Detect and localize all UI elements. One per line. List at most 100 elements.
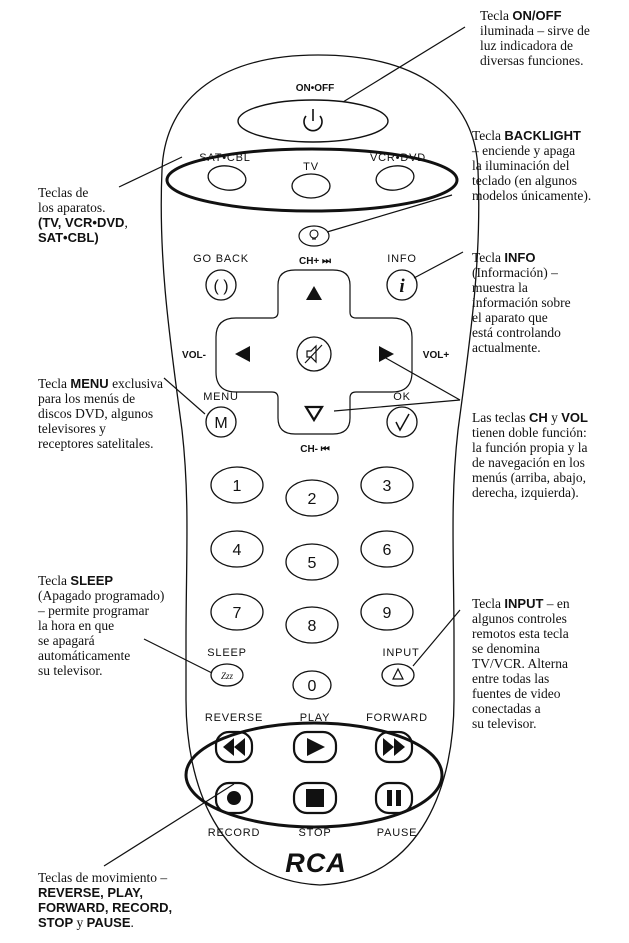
digit-button-8[interactable] [285, 606, 339, 644]
sat-cbl-button[interactable] [207, 163, 248, 192]
digit-label: 7 [233, 605, 242, 622]
leader-ch [333, 399, 461, 412]
leader-sleep [143, 638, 213, 674]
rca-logo: RCA [285, 848, 347, 878]
annotation-devices: Teclas de los aparatos. (TV, VCR•DVD, SA… [38, 185, 128, 245]
tv-label: TV [303, 161, 319, 173]
record-label: RECORD [208, 827, 260, 839]
play-label: PLAY [300, 712, 331, 724]
annotation-key: SAT•CBL [38, 230, 95, 245]
ok-button[interactable] [386, 406, 418, 438]
digit-button-3[interactable] [360, 466, 414, 504]
tv-button[interactable] [291, 173, 331, 199]
digit-button-2[interactable] [285, 479, 339, 517]
digit-button-0[interactable] [292, 670, 332, 700]
leader-info [413, 251, 464, 279]
annotation-text: está controlando [472, 325, 561, 340]
sleep-key-label: Zzz [221, 671, 234, 681]
annotation-text: tienen doble función: [472, 425, 587, 440]
mute-button[interactable] [296, 336, 332, 372]
annotation-text: actualmente. [472, 340, 541, 355]
digit-label: 8 [308, 618, 317, 635]
info-button[interactable] [386, 269, 418, 301]
play-button[interactable] [292, 730, 338, 764]
annotation-key: FORWARD, RECORD, [38, 900, 173, 915]
vcr-dvd-button[interactable] [375, 163, 416, 192]
digit-label: 3 [383, 478, 392, 495]
go-back-button[interactable] [205, 269, 237, 301]
annotation-key: MENU [70, 376, 109, 391]
leader-vol [383, 356, 461, 401]
annotation-text: y [547, 410, 562, 425]
annotation-key: BACKLIGHT [504, 128, 581, 143]
digit-label: 0 [308, 678, 317, 695]
digit-button-7[interactable] [210, 593, 264, 631]
stop-label: STOP [299, 827, 332, 839]
pause-button[interactable] [374, 781, 414, 815]
channel-up-icon [306, 286, 322, 300]
annotation-text: remotos esta tecla [472, 626, 569, 641]
annotation-key: INPUT [504, 596, 544, 611]
annotation-transport: Teclas de movimiento – REVERSE, PLAY, FO… [38, 870, 172, 930]
menu-button[interactable] [205, 406, 237, 438]
leader-transport [103, 783, 235, 867]
vol-minus-label: VOL- [182, 350, 206, 361]
annotation-key: ( [38, 215, 43, 230]
annotation-text: automáticamente [38, 648, 131, 663]
transport-keys-ring [184, 721, 444, 829]
annotation-text: se denomina [472, 641, 540, 656]
record-button[interactable] [214, 781, 254, 815]
rewind-icon [223, 738, 245, 756]
digit-label: 6 [383, 542, 392, 559]
forward-button[interactable] [374, 730, 414, 764]
digit-label: 2 [308, 491, 317, 508]
annotation-text: (Información) – [472, 265, 558, 280]
play-icon [307, 738, 325, 756]
annotation-key: ) [94, 230, 99, 245]
on-off-button[interactable] [237, 99, 389, 143]
sleep-button[interactable] [210, 663, 244, 687]
channel-down-icon [304, 405, 324, 423]
volume-down-icon [235, 346, 250, 362]
input-label: INPUT [383, 647, 420, 659]
annotation-text: y [73, 915, 87, 930]
ok-label: OK [393, 391, 411, 403]
nav-pad[interactable] [215, 269, 413, 435]
go-back-icon: ( ) [213, 278, 228, 295]
leader-input [412, 609, 461, 667]
ch-plus-label: CH+ ⏭ [299, 256, 331, 267]
annotation-text: conectadas a [472, 701, 541, 716]
reverse-label: REVERSE [205, 712, 263, 724]
digit-button-9[interactable] [360, 593, 414, 631]
device-keys-ring [165, 147, 459, 213]
volume-up-icon [379, 346, 394, 362]
stop-button[interactable] [292, 781, 338, 815]
pause-icon [387, 790, 401, 806]
annotation-text: su televisor. [472, 716, 537, 731]
annotation-text: , [124, 215, 128, 230]
annotation-text: la iluminación del [472, 158, 570, 173]
digit-button-4[interactable] [210, 530, 264, 568]
sat-cbl-label: SAT•CBL [199, 152, 250, 164]
annotation-text: TV/VCR. Alterna [472, 656, 568, 671]
bulb-icon [309, 229, 319, 240]
menu-label: MENU [203, 391, 239, 403]
input-button[interactable] [381, 663, 415, 687]
annotation-key: VOL [561, 410, 588, 425]
leader-onoff [342, 26, 466, 103]
digit-label: 5 [308, 555, 317, 572]
digit-button-1[interactable] [210, 466, 264, 504]
backlight-button[interactable] [298, 225, 330, 247]
stop-icon [306, 789, 324, 807]
leader-lines [103, 26, 466, 867]
annotation-text: de navegación en los [472, 455, 585, 470]
info-icon: i [399, 276, 405, 297]
reverse-button[interactable] [214, 730, 254, 764]
annotation-text: Tecla [38, 376, 71, 391]
digit-button-5[interactable] [285, 543, 339, 581]
annotation-text: discos DVD, algunos [38, 406, 154, 421]
digit-button-6[interactable] [360, 530, 414, 568]
